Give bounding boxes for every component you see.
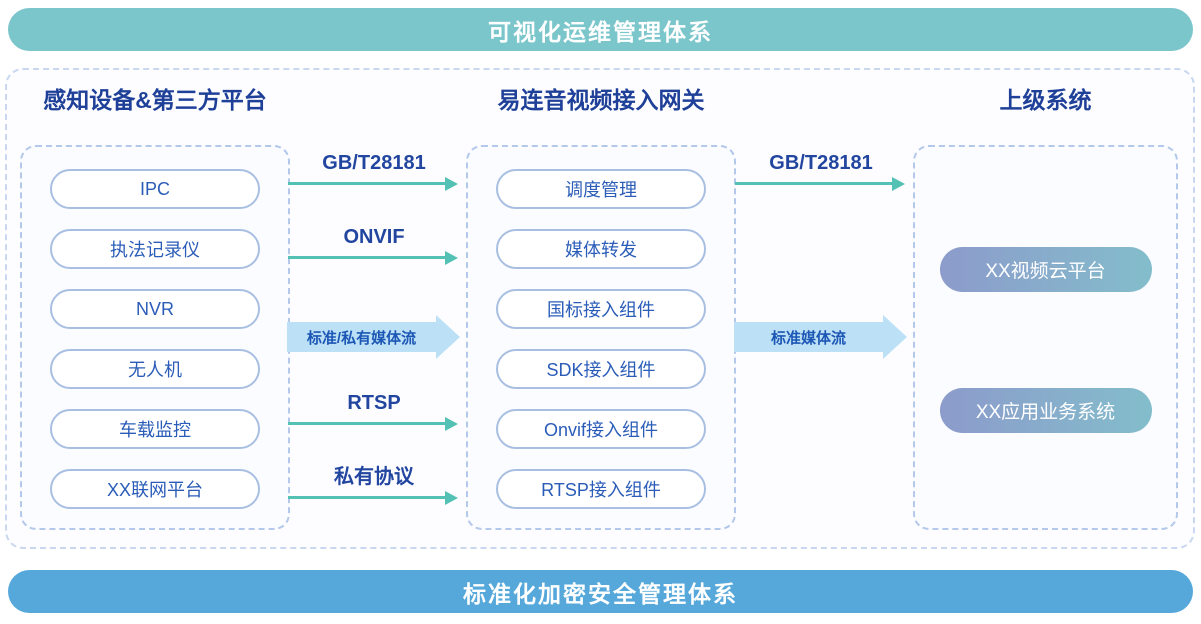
media-stream-block-arrow-right: 标准媒体流	[734, 315, 907, 359]
arrow-right-icon	[735, 177, 905, 190]
node-sdk-access-component: SDK接入组件	[496, 349, 706, 389]
flow-label-onvif: ONVIF	[343, 226, 405, 248]
top-banner-label: 可视化运维管理体系	[488, 18, 713, 45]
devices-group: IPC 执法记录仪 NVR 无人机 车载监控 XX联网平台	[20, 145, 290, 530]
column-title-upper-systems: 上级系统	[999, 87, 1092, 113]
flow-label-gbt28181-right: GB/T28181	[769, 152, 873, 174]
gateway-group: 调度管理 媒体转发 国标接入组件 SDK接入组件 Onvif接入组件 RTSP接…	[466, 145, 736, 530]
arrow-right-icon	[288, 491, 458, 504]
node-dispatch-management: 调度管理	[496, 169, 706, 209]
flow-label-rtsp: RTSP	[347, 392, 401, 414]
node-vehicle-monitor: 车载监控	[50, 409, 260, 449]
node-law-enforcement-recorder: 执法记录仪	[50, 229, 260, 269]
arrow-right-icon	[288, 177, 458, 190]
block-arrow-head-icon	[436, 315, 460, 359]
flow-label-standard-media-stream: 标准媒体流	[770, 329, 846, 347]
upper-systems-group: XX视频云平台 XX应用业务系统	[913, 145, 1178, 530]
media-stream-block-arrow-left: 标准/私有媒体流	[287, 315, 460, 359]
flow-label-std-private-media-stream: 标准/私有媒体流	[306, 329, 417, 347]
node-xx-application-system: XX应用业务系统	[939, 388, 1152, 433]
node-media-forwarding: 媒体转发	[496, 229, 706, 269]
node-ipc: IPC	[50, 169, 260, 209]
bottom-banner-label: 标准化加密安全管理体系	[463, 580, 738, 607]
flow-label-private-protocol: 私有协议	[334, 466, 414, 488]
arrow-right-icon	[288, 251, 458, 264]
block-arrow-head-icon	[883, 315, 907, 359]
top-banner: 可视化运维管理体系	[8, 8, 1193, 51]
node-xx-video-cloud-platform: XX视频云平台	[939, 247, 1152, 292]
node-xx-network-platform: XX联网平台	[50, 469, 260, 509]
node-onvif-access-component: Onvif接入组件	[496, 409, 706, 449]
block-arrow-body: 标准/私有媒体流	[287, 322, 436, 352]
arrow-right-icon	[288, 417, 458, 430]
node-nvr: NVR	[50, 289, 260, 329]
node-rtsp-access-component: RTSP接入组件	[496, 469, 706, 509]
node-gb-access-component: 国标接入组件	[496, 289, 706, 329]
node-drone: 无人机	[50, 349, 260, 389]
column-title-gateway: 易连音视频接入网关	[497, 87, 705, 113]
block-arrow-body: 标准媒体流	[734, 322, 883, 352]
flow-label-gbt28181-left: GB/T28181	[322, 152, 426, 174]
column-title-devices: 感知设备&第三方平台	[43, 87, 267, 113]
bottom-banner: 标准化加密安全管理体系	[8, 570, 1193, 613]
